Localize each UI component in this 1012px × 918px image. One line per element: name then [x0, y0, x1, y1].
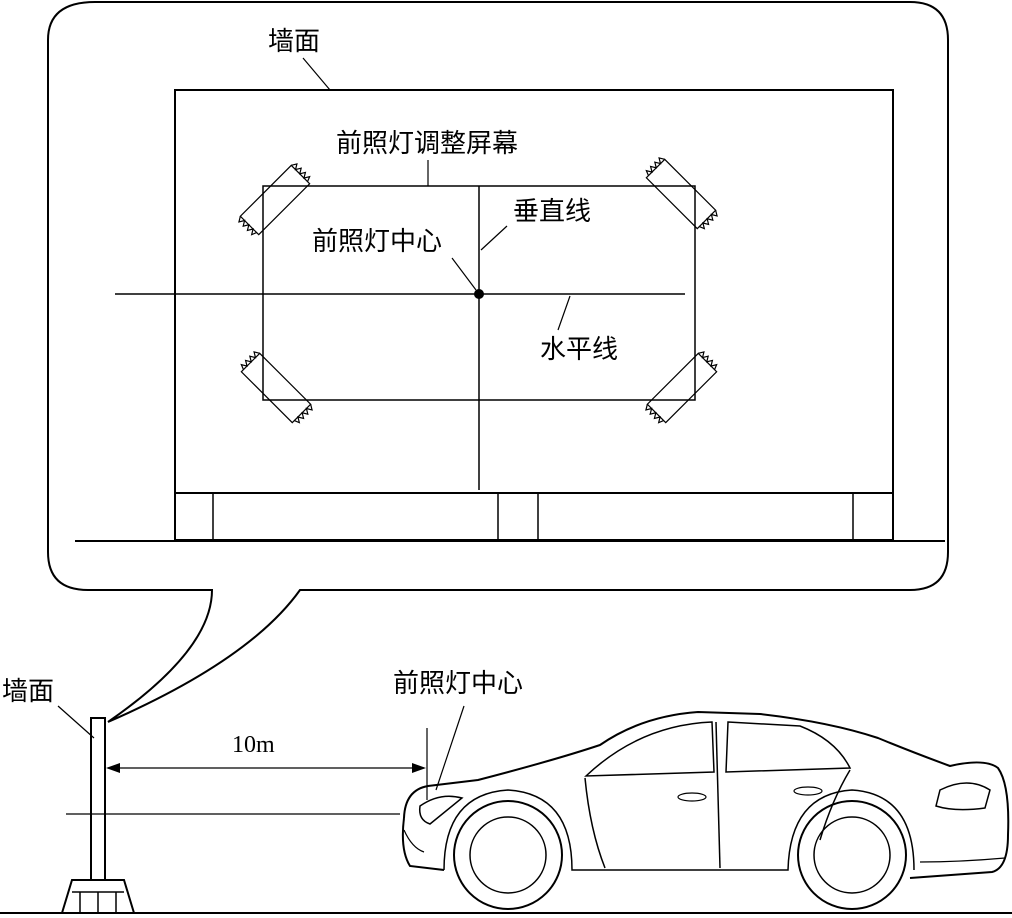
clamp-icon — [645, 157, 718, 230]
distance-dimension — [106, 728, 428, 800]
wall-label-top: 墙面 — [268, 27, 320, 57]
headlight-center-label-bottom: 前照灯中心 — [393, 669, 523, 699]
distance-label: 10m — [232, 732, 275, 758]
wall-label-bottom: 墙面 — [2, 677, 54, 707]
clamp-icon — [240, 351, 313, 424]
horizontal-line-label: 水平线 — [540, 335, 618, 365]
clamp-icon — [645, 351, 718, 424]
headlight-center-label-top: 前照灯中心 — [312, 227, 442, 257]
wall-post-icon — [60, 717, 136, 914]
car-icon — [401, 710, 1010, 910]
wall-panel — [75, 89, 945, 542]
callout-bubble — [47, 1, 949, 723]
clamp-icon — [238, 163, 311, 236]
screen-label: 前照灯调整屏幕 — [336, 129, 518, 159]
vertical-line-label: 垂直线 — [513, 197, 591, 227]
headlight-center-dot — [474, 289, 484, 299]
